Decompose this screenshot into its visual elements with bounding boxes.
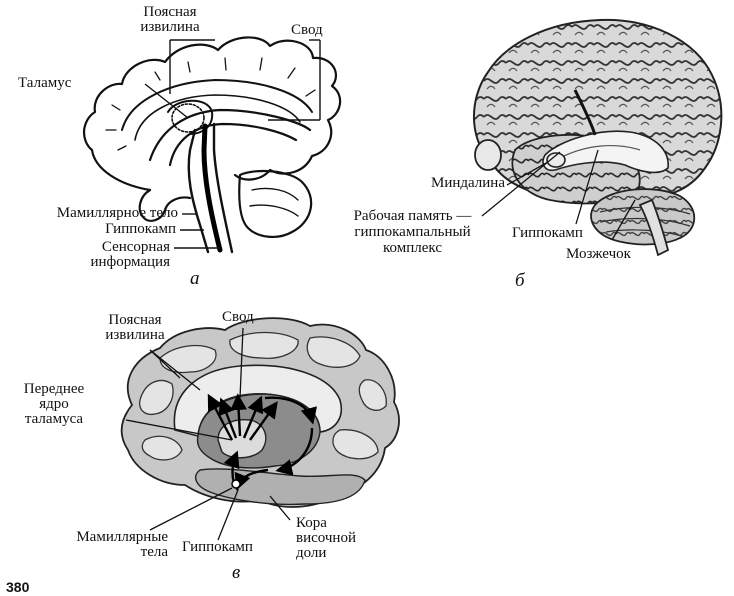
page-number: 380 bbox=[6, 579, 30, 595]
figure-c-hippocampus-label: Гиппокамп bbox=[182, 539, 253, 555]
figure-b-amygdala bbox=[546, 152, 566, 168]
figure-a-thalamus bbox=[171, 103, 205, 133]
figure-b-hippocampal-complex bbox=[542, 130, 669, 174]
figure-b-brainstem bbox=[638, 198, 670, 257]
figure-c-fornix-label: Свод bbox=[222, 309, 254, 325]
figure-a-fornix bbox=[148, 108, 312, 167]
figure-a-caption: а bbox=[190, 268, 200, 289]
figure-a-brain-outline bbox=[83, 36, 342, 192]
figure-a-sensory-label: Сенсорная информация bbox=[90, 239, 170, 270]
figure-b-hippocampus-label: Гиппокамп bbox=[512, 225, 583, 241]
figure-a-fornix-label: Свод bbox=[291, 22, 323, 38]
figure-c-cingulate-label: Поясная извилина bbox=[105, 312, 165, 343]
figure-b-working-memory-label: Рабочая память — гиппокампальный комплек… bbox=[353, 208, 472, 256]
figure-c-mammillary-body bbox=[231, 479, 241, 489]
figure-b-amygdala-label: Миндалина bbox=[430, 175, 505, 191]
figure-a-cingulate-label: Поясная извилина bbox=[140, 4, 200, 35]
figure-b-caption: б bbox=[515, 270, 525, 291]
figure-a-brainstem bbox=[187, 128, 210, 254]
figure-a-cerebellum bbox=[238, 169, 313, 238]
figure-a-cingulate-gyrus bbox=[121, 79, 313, 131]
figure-c-mammillary-label: Мамиллярные тела bbox=[76, 529, 168, 560]
figure-a-mammillary-label: Мамиллярное тело bbox=[56, 205, 178, 221]
figure-a-thalamus-label: Таламус bbox=[18, 75, 72, 91]
figure-c-temporal-cortex-label: Кора височной доли bbox=[296, 515, 356, 561]
figure-c-caption: в bbox=[232, 562, 241, 583]
figure-b-cerebellum-label: Мозжечок bbox=[566, 246, 631, 262]
figure-c-anterior-nucleus-label: Переднее ядро таламуса bbox=[23, 381, 85, 427]
figure-a-hippocampus-label: Гиппокамп bbox=[105, 221, 176, 237]
